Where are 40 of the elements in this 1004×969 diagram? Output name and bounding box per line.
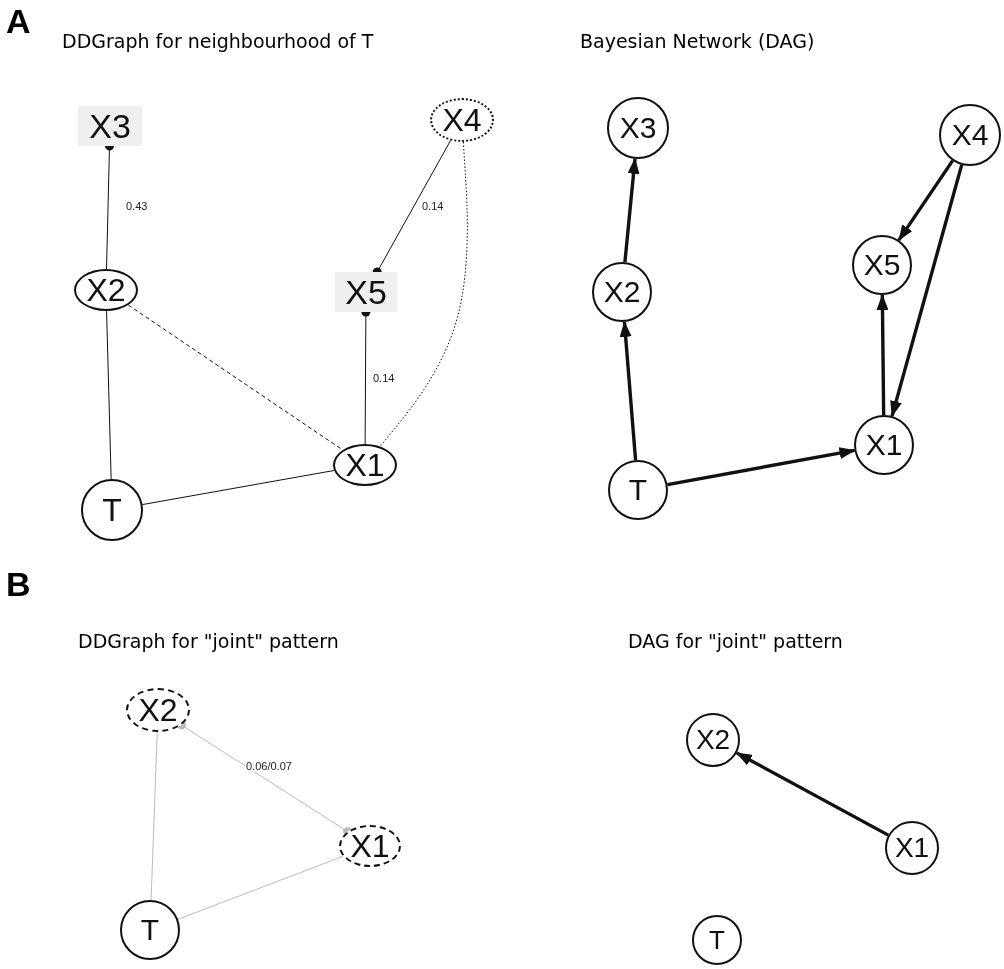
variable-ellipse: X1 [333, 444, 397, 486]
panel-title: DDGraph for "joint" pattern [78, 630, 339, 652]
variable-circle: X1 [854, 415, 914, 475]
variable-ellipse: X2 [74, 269, 138, 311]
variable-circle: T [120, 900, 180, 960]
variable-ellipse: X4 [430, 98, 494, 142]
variable-ellipse: X2 [126, 688, 190, 732]
variable-circle: X2 [686, 713, 740, 767]
variable-label: X5 [335, 272, 397, 312]
variable-circle: X1 [885, 821, 939, 875]
arrow [890, 164, 964, 418]
arrow [897, 159, 955, 242]
variable-circle: T [608, 460, 668, 520]
edge-line [106, 310, 112, 480]
edge-line [150, 731, 158, 901]
edge-line [142, 470, 335, 506]
arrow [876, 294, 889, 416]
variable-ellipse: X1 [339, 825, 401, 867]
edge-label: 0.43 [125, 200, 149, 212]
variable-circle: T [692, 915, 742, 965]
variable-circle: X3 [607, 97, 669, 159]
variable-circle: T [81, 479, 143, 541]
panel-letter: B [6, 565, 31, 604]
panel-letter: A [6, 2, 31, 41]
variable-circle: X2 [592, 262, 652, 322]
variable-circle: X4 [939, 104, 1001, 166]
variable-label: X3 [78, 106, 142, 146]
arrow [623, 157, 640, 263]
edge-label: 0.14 [421, 200, 445, 212]
dashed-edge [379, 141, 468, 447]
edge-label: 0.14 [372, 372, 396, 384]
arrow [735, 751, 890, 837]
edge-label: 0.06/0.07 [245, 760, 293, 772]
panel-title: DAG for "joint" pattern [628, 630, 843, 652]
variable-circle: X5 [852, 235, 912, 295]
arrow [667, 447, 856, 487]
panel-title: Bayesian Network (DAG) [580, 30, 815, 52]
arrow [619, 320, 638, 461]
edge-line [177, 855, 344, 920]
panel-title: DDGraph for neighbourhood of T [62, 30, 374, 52]
